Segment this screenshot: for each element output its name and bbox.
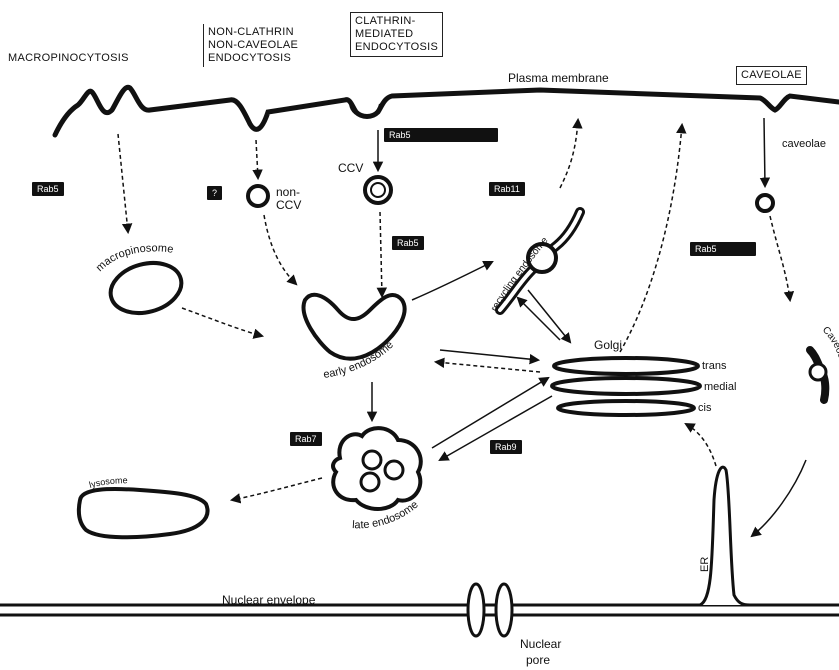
macropinosome-vesicle — [105, 256, 187, 321]
intralumenal-vesicle-2 — [385, 461, 403, 479]
arrow-golgi-to-pm — [620, 125, 682, 352]
lysosome-shape — [79, 489, 208, 537]
arrow-caveosome-to-er — [752, 460, 806, 536]
unknown-rab-badge: ? — [207, 186, 222, 200]
caveolae-title: CAVEOLAE — [736, 66, 807, 85]
non-clathrin-title: NON-CLATHRIN NON-CAVEOLAE ENDOCYTOSIS — [203, 24, 302, 67]
ccv-coat — [371, 183, 385, 197]
arrow-ccv-to-early — [380, 212, 382, 296]
non-ccv-label: non- CCV — [276, 186, 301, 212]
rab5-badge-caveolae: Rab5 — [690, 242, 756, 256]
arrow-recycling-to-pm — [560, 120, 578, 188]
golgi-cis-label: cis — [698, 402, 711, 415]
non-ccv-vesicle — [248, 186, 268, 206]
rab5-badge-ccv: Rab5 — [384, 128, 498, 142]
nuclear-envelope-label: Nuclear envelope — [222, 594, 315, 607]
arrow-er-to-golgi — [686, 424, 716, 466]
rab11-badge: Rab11 — [489, 182, 525, 196]
arrow-early-to-recycling — [412, 262, 492, 300]
rab5-badge-early: Rab5 — [392, 236, 424, 250]
arrow-nonccv-to-early — [264, 215, 296, 284]
arrow-caveolae-to-caveosome — [770, 216, 790, 300]
arrow-late-to-golgi — [432, 378, 548, 448]
nuclear-pore-right — [496, 584, 512, 636]
nuclear-pore-label: Nuclear pore — [520, 636, 561, 668]
rab5-badge-macro: Rab5 — [32, 182, 64, 196]
arrow-late-to-lysosome — [232, 478, 322, 500]
arrow-caveolae-pit-to-vesicle — [764, 118, 765, 186]
er-tubule — [700, 467, 750, 605]
arrow-recycling-golgi-down — [528, 290, 570, 342]
ccv-label: CCV — [338, 162, 363, 175]
clathrin-title: CLATHRIN- MEDIATED ENDOCYTOSIS — [350, 12, 443, 57]
macropinocytosis-title: MACROPINOCYTOSIS — [8, 52, 129, 65]
arrow-ruffle-to-macropinosome — [118, 134, 128, 232]
er-label: ER — [699, 557, 711, 572]
caveolae-vesicle-label: caveolae — [782, 138, 826, 151]
rab7-badge: Rab7 — [290, 432, 322, 446]
caveolae-vesicle — [757, 195, 773, 211]
golgi-trans-label: trans — [702, 360, 726, 373]
golgi-label: Golgi — [594, 339, 622, 352]
caveosome-bulb — [810, 364, 826, 380]
arrow-noncav-pit-to-ccv — [256, 140, 258, 178]
rab9-badge: Rab9 — [490, 440, 522, 454]
intralumenal-vesicle-1 — [363, 451, 381, 469]
arrow-macropinosome-to-early — [182, 308, 262, 336]
plasma-membrane-label: Plasma membrane — [508, 72, 609, 85]
arrow-early-to-golgi — [440, 350, 538, 360]
golgi-cisterna-cis — [558, 401, 694, 415]
nuclear-pore-left — [468, 584, 484, 636]
arrow-golgi-to-early — [436, 362, 540, 372]
intralumenal-vesicle-3 — [361, 473, 379, 491]
golgi-medial-label: medial — [704, 381, 736, 394]
golgi-cisterna-medial — [552, 378, 700, 394]
golgi-cisterna-trans — [554, 358, 698, 374]
recycling-endosome-label: recycling endosome — [489, 235, 551, 314]
